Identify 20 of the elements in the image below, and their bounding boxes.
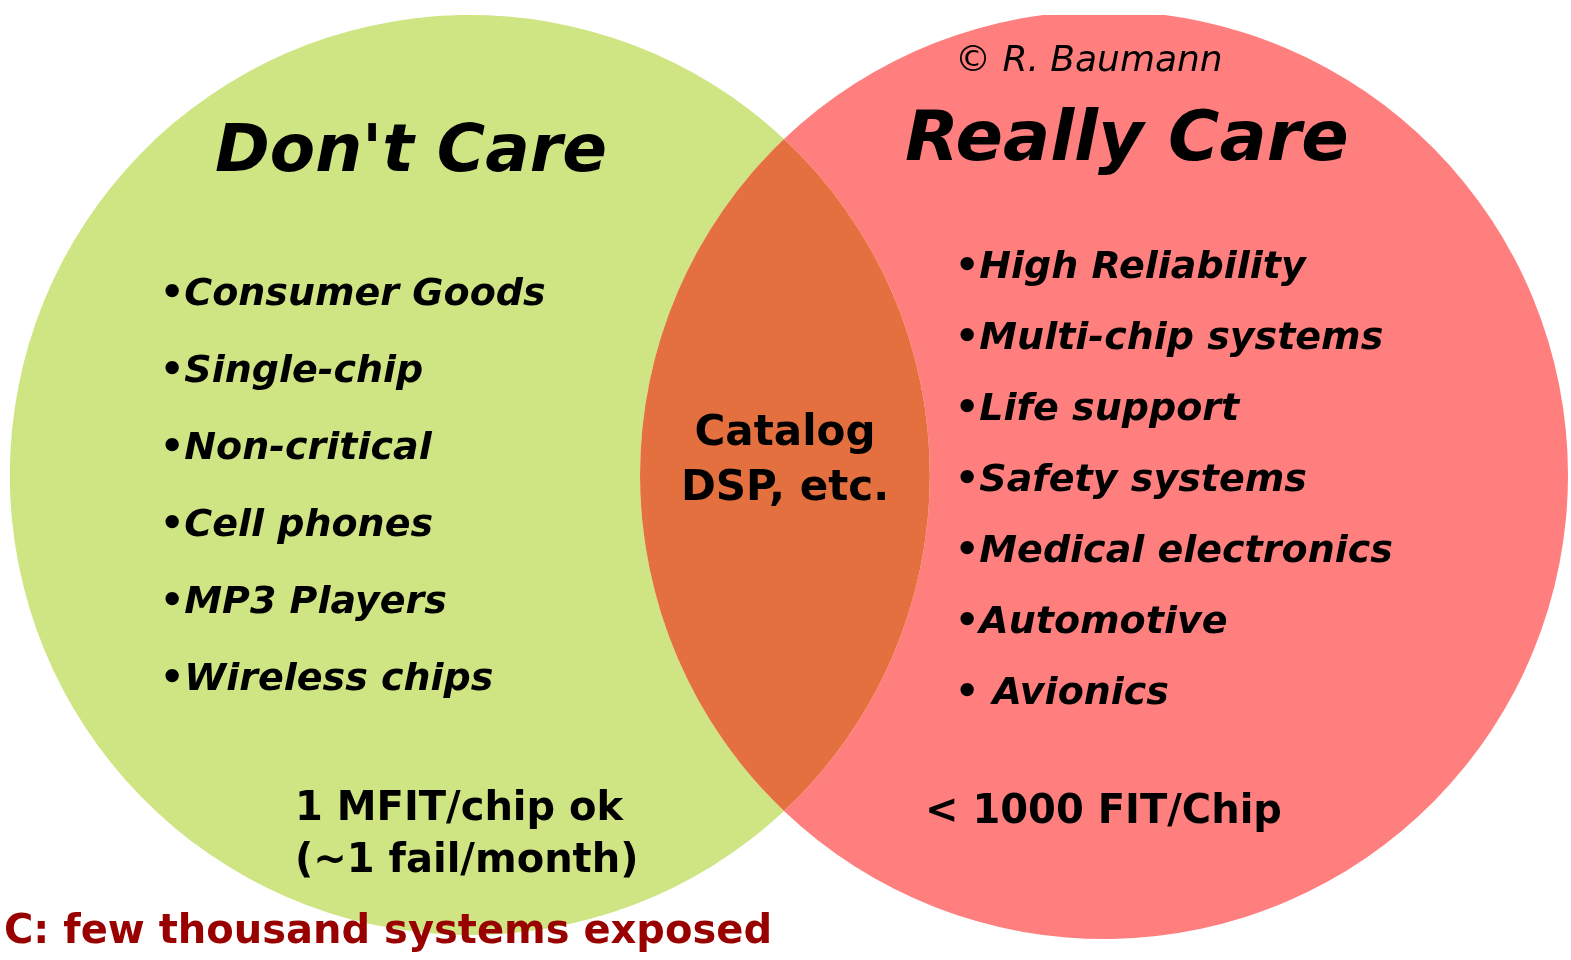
circle-heading: Don't Care <box>215 110 608 187</box>
list-item: •Non-critical <box>160 424 432 468</box>
list-item: •Wireless chips <box>160 655 494 699</box>
copyright-note: © R. Baumann <box>955 38 1223 79</box>
overlap-label: Catalog DSP, etc. <box>680 405 890 512</box>
footer-note: C: few thousand systems exposed <box>4 906 773 952</box>
list-item: •Life support <box>955 385 1240 429</box>
list-item: •Safety systems <box>955 456 1307 500</box>
circle-heading: Really Care <box>905 95 1349 177</box>
list-item: •Consumer Goods <box>160 270 546 314</box>
list-item: •Single-chip <box>160 347 424 391</box>
list-item: • Avionics <box>955 669 1169 713</box>
rate-note: 1 MFIT/chip ok (~1 fail/month) <box>295 782 640 883</box>
list-item: •High Reliability <box>955 243 1306 287</box>
list-item: •MP3 Players <box>160 578 447 622</box>
list-item: •Medical electronics <box>955 527 1393 571</box>
rate-note: < 1000 FIT/Chip <box>925 785 1283 834</box>
list-item: •Multi-chip systems <box>955 314 1384 358</box>
list-item: •Automotive <box>955 598 1228 642</box>
list-item: •Cell phones <box>160 501 434 545</box>
